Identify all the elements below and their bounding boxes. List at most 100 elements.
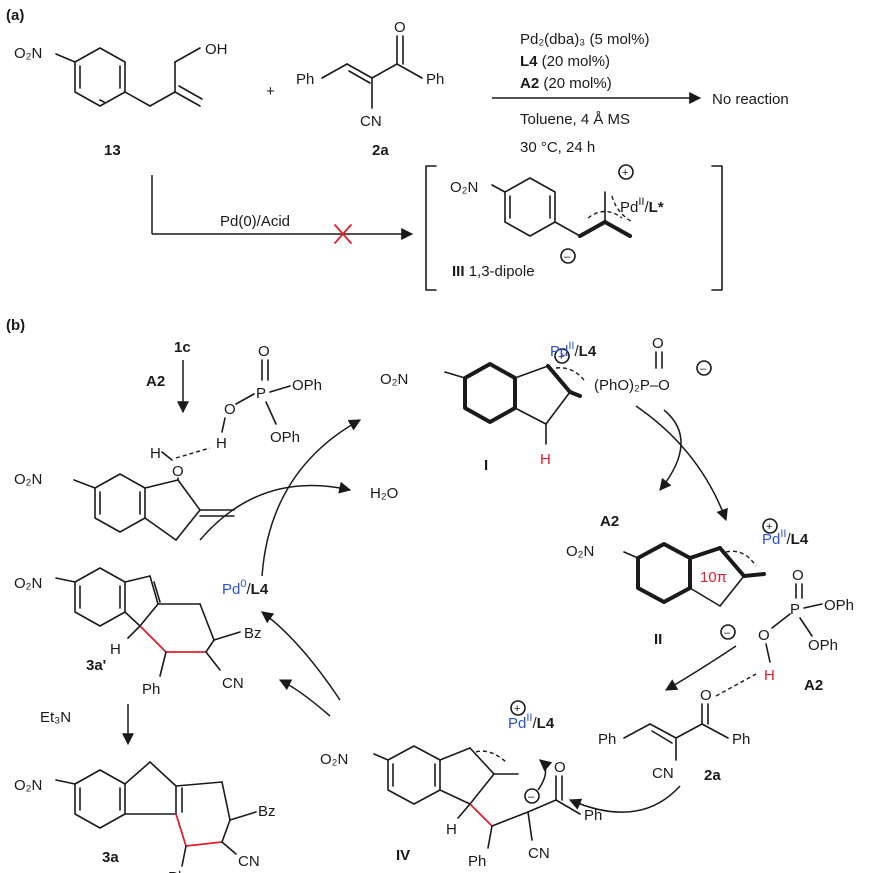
compound-A2-label: A2	[804, 677, 823, 694]
svg-text:P: P	[790, 601, 800, 618]
panel-label-a: (a)	[6, 7, 24, 24]
svg-text:–: –	[700, 363, 707, 375]
svg-text:Ph: Ph	[584, 807, 602, 824]
svg-text:+: +	[558, 351, 564, 363]
compound-2a-top: Ph CN O Ph 2a	[296, 19, 444, 159]
pd-ii-label: PdII/L*	[620, 196, 664, 216]
compound-13-label: 13	[104, 142, 121, 159]
nitro-group: O₂N	[380, 371, 408, 388]
intermediate-I: O₂N H + PdII/L4 I	[380, 340, 597, 474]
svg-text:CN: CN	[652, 765, 674, 782]
svg-text:+: +	[514, 703, 520, 715]
plus-sign: +	[266, 83, 275, 100]
svg-text:CN: CN	[238, 853, 260, 870]
svg-text:O: O	[758, 627, 770, 644]
svg-text:OPh: OPh	[808, 637, 838, 654]
hydroxyl-group: OH	[205, 41, 228, 58]
compound-3a-label: 3a	[102, 849, 119, 866]
svg-text:CN: CN	[222, 675, 244, 692]
charge-plus: +	[622, 167, 628, 179]
svg-text:Ph: Ph	[732, 731, 750, 748]
svg-text:PdII/L4: PdII/L4	[550, 340, 597, 360]
svg-text:Ph: Ph	[168, 869, 186, 873]
nitro-group: O₂N	[566, 543, 594, 560]
phosphoric-acid-A2: H O P O OPh OPh	[216, 343, 322, 452]
intermediate-II: O₂N 10π + PdII/L4 – II	[566, 518, 809, 648]
svg-text:O: O	[224, 401, 236, 418]
svg-text:O: O	[554, 759, 566, 776]
svg-text:H: H	[446, 821, 457, 838]
condition-solvent: Toluene, 4 Å MS	[520, 111, 630, 128]
phosphoric-acid-A2-b: P O OPh OPh O H A2	[758, 567, 854, 694]
compound-A2-label: A2	[600, 513, 619, 530]
intermediate-II-label: II	[654, 631, 662, 648]
compound-1c: H O O₂N	[14, 445, 235, 541]
compound-A2-label: A2	[146, 373, 165, 390]
water-label: H₂O	[370, 485, 398, 502]
svg-text:PdII/L4: PdII/L4	[508, 712, 555, 732]
svg-text:O: O	[652, 335, 664, 352]
panel-label-b: (b)	[6, 317, 25, 334]
svg-text:H: H	[150, 445, 161, 462]
svg-text:–: –	[724, 627, 731, 639]
compound-3a-prime: O₂N Bz CN H Ph 3a'	[14, 567, 262, 698]
compound-3a: O₂N Bz CN Ph 3a	[14, 761, 276, 873]
pd-acid-label: Pd(0)/Acid	[220, 213, 290, 230]
svg-text:H: H	[216, 435, 227, 452]
compound-13: O₂N OH 13	[14, 41, 228, 159]
condition-acid: A2 (20 mol%)	[520, 75, 612, 92]
nitro-group: O₂N	[14, 777, 42, 794]
svg-text:P: P	[256, 385, 266, 402]
svg-text:H: H	[540, 451, 551, 468]
nitro-group: O₂N	[14, 45, 42, 62]
compound-2a-label: 2a	[372, 142, 389, 159]
svg-text:–: –	[528, 791, 535, 803]
svg-text:Ph: Ph	[142, 681, 160, 698]
svg-text:H: H	[764, 667, 775, 684]
phosphate-anion: O (PhO)₂P–O –	[594, 335, 712, 394]
svg-text:(PhO)₂P–O: (PhO)₂P–O	[594, 377, 670, 394]
intermediate-IV: O₂N + PdII/L4 H Ph – O Ph CN IV	[320, 700, 602, 870]
blocked-cross-icon	[334, 224, 352, 244]
result-no-reaction: No reaction	[712, 91, 789, 108]
condition-temp: 30 °C, 24 h	[520, 139, 595, 156]
compound-2a-bottom: Ph CN O Ph 2a	[598, 673, 757, 784]
svg-text:10π: 10π	[700, 569, 727, 586]
svg-text:OPh: OPh	[292, 377, 322, 394]
intermediate-III-label: III 1,3-dipole	[452, 263, 535, 280]
svg-text:CN: CN	[528, 845, 550, 862]
svg-text:OPh: OPh	[824, 597, 854, 614]
carbonyl-oxygen: O	[394, 19, 406, 36]
svg-text:O: O	[258, 343, 270, 360]
nitro-group: O₂N	[320, 751, 348, 768]
compound-3a-prime-label: 3a'	[86, 657, 106, 674]
phenyl-label: Ph	[296, 71, 314, 88]
intermediate-III: O₂N + PdII/L* – III 1,3-dipole	[425, 164, 723, 291]
svg-text:Ph: Ph	[598, 731, 616, 748]
phenyl-label: Ph	[426, 71, 444, 88]
svg-text:H: H	[110, 641, 121, 658]
intermediate-I-label: I	[484, 457, 488, 474]
et3n-label: Et₃N	[40, 709, 71, 726]
nitro-group: O₂N	[14, 575, 42, 592]
compound-2a-label: 2a	[704, 767, 721, 784]
svg-text:O: O	[172, 463, 184, 480]
intermediate-IV-label: IV	[396, 847, 410, 864]
condition-ligand: L4 (20 mol%)	[520, 53, 610, 70]
compound-1c-label: 1c	[174, 339, 191, 356]
pd0-catalyst: Pd0/L4	[222, 578, 269, 598]
svg-text:Ph: Ph	[468, 853, 486, 870]
nitro-group: O₂N	[14, 471, 42, 488]
svg-text:O: O	[792, 567, 804, 584]
svg-text:Bz: Bz	[244, 625, 262, 642]
nitro-group: O₂N	[450, 179, 478, 196]
svg-text:+: +	[766, 521, 772, 533]
svg-text:Bz: Bz	[258, 803, 276, 820]
svg-text:O: O	[700, 687, 712, 704]
svg-text:PdII/L4: PdII/L4	[762, 528, 809, 548]
nitrile-label: CN	[360, 113, 382, 130]
condition-catalyst: Pd₂(dba)₃ (5 mol%)	[520, 31, 649, 48]
svg-text:OPh: OPh	[270, 429, 300, 446]
charge-minus: –	[564, 251, 571, 263]
